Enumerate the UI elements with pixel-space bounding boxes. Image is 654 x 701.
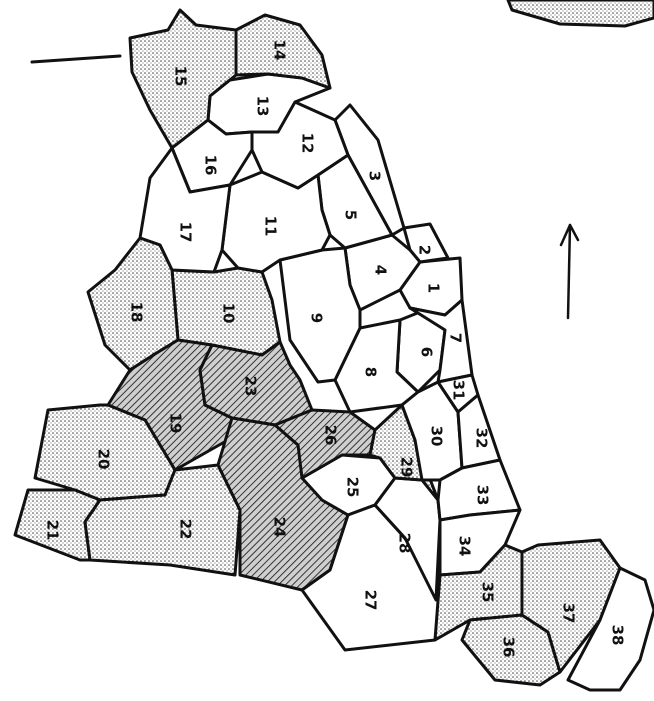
region-9 bbox=[278, 246, 362, 384]
map-fragment-top-right bbox=[506, 0, 654, 28]
region-2 bbox=[402, 222, 450, 264]
region-label-23: 23 bbox=[242, 376, 260, 397]
region-label-2: 2 bbox=[416, 245, 434, 255]
region-label-32: 32 bbox=[473, 428, 491, 449]
region-label-29: 29 bbox=[398, 457, 416, 478]
region-label-14: 14 bbox=[271, 40, 289, 61]
region-label-35: 35 bbox=[479, 582, 497, 603]
region-label-26: 26 bbox=[322, 425, 340, 446]
region-label-38: 38 bbox=[609, 625, 627, 646]
region-14 bbox=[234, 13, 332, 90]
region-label-8: 8 bbox=[362, 367, 380, 377]
region-label-16: 16 bbox=[202, 155, 220, 176]
region-label-30: 30 bbox=[428, 426, 446, 447]
region-label-6: 6 bbox=[418, 347, 436, 357]
region-label-13: 13 bbox=[254, 96, 272, 117]
region-label-33: 33 bbox=[474, 485, 492, 506]
region-label-18: 18 bbox=[128, 302, 146, 323]
region-18 bbox=[86, 236, 180, 372]
region-label-21: 21 bbox=[44, 520, 62, 541]
region-22 bbox=[83, 463, 242, 577]
north-arrow-icon bbox=[559, 223, 580, 320]
region-label-24: 24 bbox=[271, 517, 289, 538]
region-label-12: 12 bbox=[299, 133, 317, 154]
region-label-28: 28 bbox=[396, 533, 414, 554]
region-label-22: 22 bbox=[177, 519, 195, 540]
region-label-20: 20 bbox=[95, 449, 113, 470]
region-label-17: 17 bbox=[177, 222, 195, 243]
region-label-19: 19 bbox=[167, 413, 185, 434]
region-label-3: 3 bbox=[366, 171, 384, 181]
region-label-7: 7 bbox=[447, 333, 465, 343]
region-label-37: 37 bbox=[560, 603, 578, 624]
region-label-11: 11 bbox=[262, 216, 280, 237]
region-label-15: 15 bbox=[172, 66, 190, 87]
region-label-31: 31 bbox=[450, 380, 468, 401]
region-label-27: 27 bbox=[362, 590, 380, 611]
region-15 bbox=[128, 8, 238, 150]
region-label-25: 25 bbox=[344, 477, 362, 498]
region-label-1: 1 bbox=[425, 283, 443, 293]
region-label-4: 4 bbox=[372, 265, 390, 275]
boundary-line bbox=[30, 54, 122, 64]
region-label-36: 36 bbox=[500, 637, 518, 658]
region-label-34: 34 bbox=[456, 536, 474, 557]
region-38 bbox=[566, 566, 654, 692]
region-label-5: 5 bbox=[342, 210, 360, 220]
region-label-9: 9 bbox=[308, 313, 326, 323]
region-label-10: 10 bbox=[220, 303, 238, 324]
